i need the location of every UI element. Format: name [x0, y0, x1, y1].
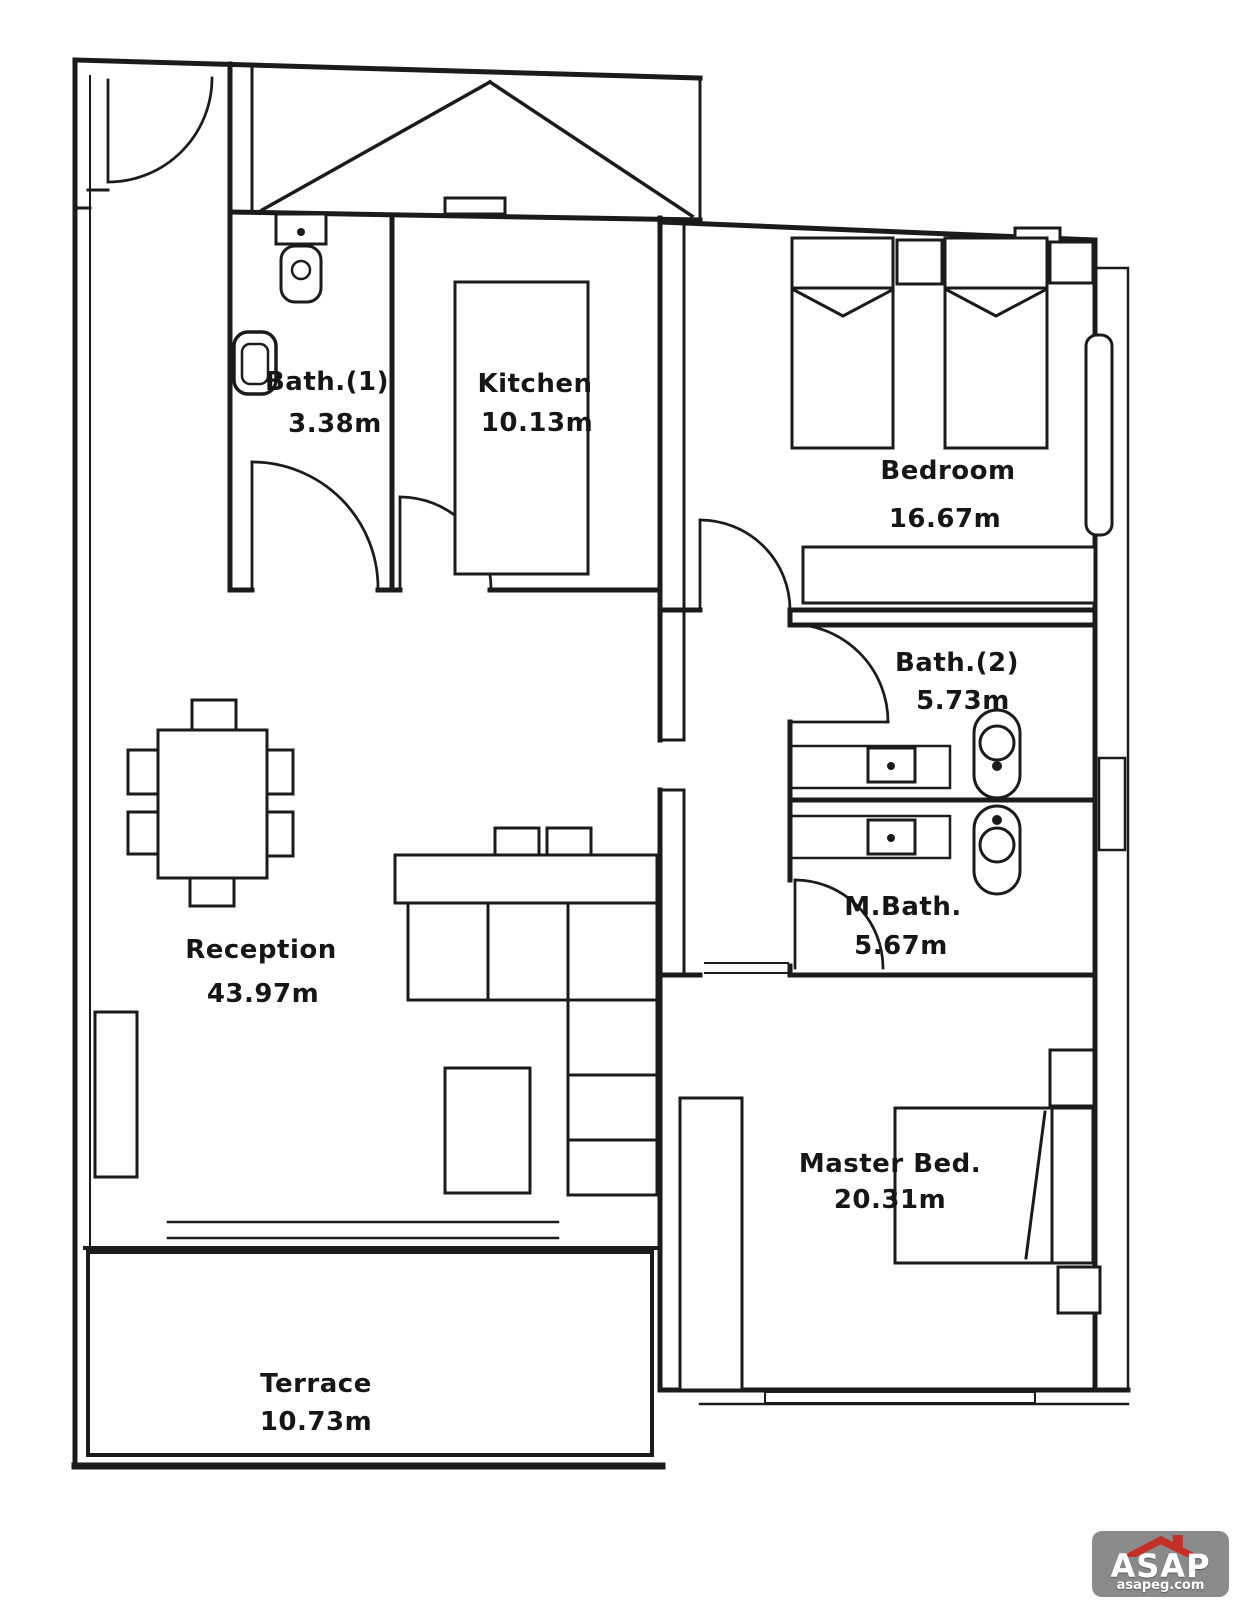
bath2-door — [788, 622, 890, 724]
room-label-bath1: Bath.(1) — [265, 367, 389, 397]
terrace-outline — [86, 1250, 654, 1457]
room-label-bath2: Bath.(2) — [895, 648, 1019, 678]
master-bath-door — [793, 878, 885, 970]
entrance-door — [106, 76, 214, 184]
room-area-bath1: 3.38m — [288, 409, 382, 439]
room-area-bath2: 5.73m — [916, 686, 1010, 716]
dining-chair — [265, 810, 295, 858]
bidet-icon — [972, 804, 1022, 896]
furniture — [93, 236, 1102, 1392]
sliding-door-rails — [166, 962, 1036, 1404]
master-bed — [893, 1106, 1095, 1265]
console-table — [393, 853, 659, 905]
dining-chair — [126, 748, 160, 796]
master-bedroom-furniture — [678, 1048, 1102, 1392]
room-label-kitchen: Kitchen — [477, 369, 592, 399]
sofa-l-section — [566, 998, 659, 1197]
watermark-logo: ASAP asapeg.com — [1092, 1531, 1229, 1597]
dining-chair — [188, 876, 236, 908]
toilet-icon — [866, 818, 917, 856]
dining-table — [126, 698, 295, 908]
toilet-icon — [274, 212, 328, 304]
room-area-kitchen: 10.13m — [481, 408, 593, 438]
master-bath-fixtures — [788, 804, 1022, 896]
room-area-master: 20.31m — [834, 1185, 946, 1215]
nightstand — [1048, 240, 1095, 285]
dining-table-top — [156, 728, 269, 880]
room-label-master: Master Bed. — [799, 1149, 981, 1179]
room-area-reception: 43.97m — [207, 979, 319, 1009]
bedroom-door — [698, 518, 792, 612]
sofa-set — [393, 826, 659, 1197]
coffee-table — [443, 1066, 532, 1195]
interior-walls — [227, 61, 1098, 1393]
room-label-bedroom: Bedroom — [880, 456, 1015, 486]
bedroom-furniture — [790, 236, 1097, 605]
tv-unit — [93, 1010, 139, 1179]
logo-roof-icon — [1120, 1535, 1201, 1557]
sofa — [406, 901, 659, 1002]
bath1-door — [250, 460, 380, 590]
room-label-terrace: Terrace — [260, 1369, 372, 1399]
dining-chair — [265, 748, 295, 796]
bidet-icon — [972, 708, 1022, 800]
twin-bed — [943, 236, 1049, 450]
dresser — [801, 545, 1097, 605]
room-area-mbath: 5.67m — [854, 931, 948, 961]
room-label-reception: Reception — [185, 935, 337, 965]
room-area-terrace: 10.73m — [260, 1407, 372, 1437]
wardrobe — [678, 1096, 744, 1392]
room-labels: Bath.(1) 3.38m Kitchen 10.13m Bedroom 16… — [185, 367, 1019, 1437]
dining-chair — [190, 698, 238, 732]
windows — [1084, 333, 1127, 852]
nightstand — [1048, 1048, 1096, 1108]
logo-brand: ASAP — [1110, 1547, 1211, 1585]
room-area-bedroom: 16.67m — [889, 504, 1001, 534]
logo-domain: asapeg.com — [1116, 1578, 1205, 1593]
nightstand — [1056, 1265, 1102, 1315]
room-label-mbath: M.Bath. — [844, 892, 961, 922]
dining-chair — [126, 810, 160, 856]
sink-icon — [232, 330, 278, 396]
bedroom-window — [1084, 333, 1114, 537]
bath2-fixtures — [788, 708, 1022, 800]
bath-fixtures — [232, 212, 1022, 896]
entrance-canopy — [259, 79, 695, 219]
nightstand — [895, 238, 944, 286]
twin-bed — [790, 236, 895, 450]
kitchen-counter — [453, 280, 590, 576]
bath-window — [1097, 756, 1127, 852]
